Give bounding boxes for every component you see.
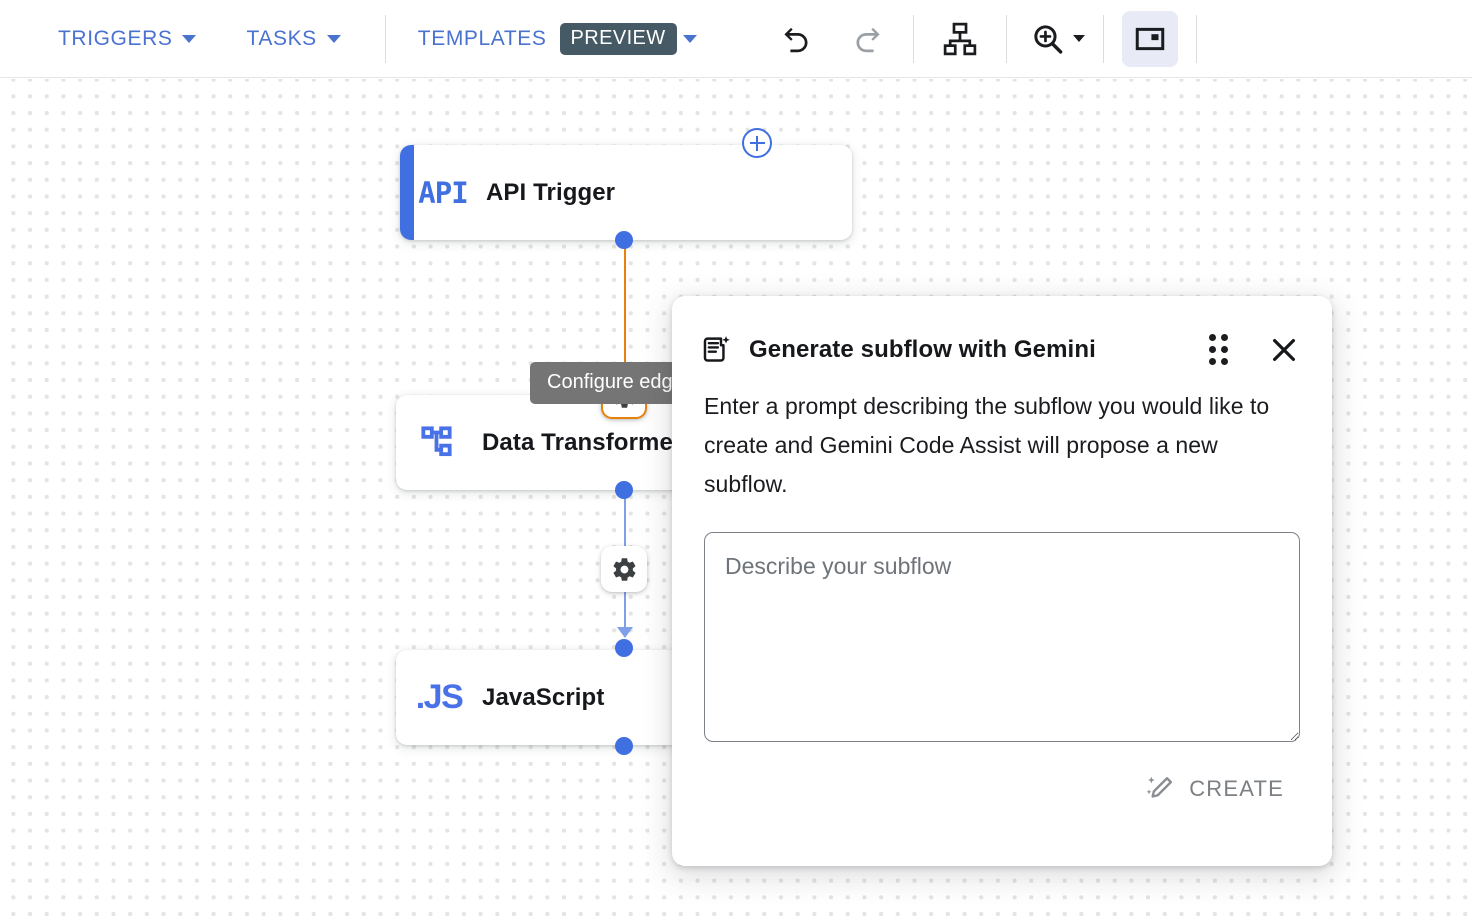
node-api-trigger[interactable]: API API Trigger bbox=[400, 145, 852, 240]
preview-badge: PREVIEW bbox=[559, 22, 677, 55]
toolbar-divider-4 bbox=[1102, 14, 1104, 63]
zoom-button[interactable] bbox=[1025, 11, 1085, 67]
tasks-menu-label: TASKS bbox=[246, 26, 317, 50]
add-trigger-button[interactable] bbox=[742, 128, 772, 158]
drag-handle-icon[interactable] bbox=[1203, 328, 1234, 371]
minimap-toggle-button[interactable] bbox=[1121, 10, 1178, 67]
toolbar-divider-2 bbox=[912, 14, 914, 63]
redo-icon bbox=[856, 27, 880, 52]
panel-header: Generate subflow with Gemini bbox=[672, 296, 1332, 371]
minimap-icon bbox=[1135, 27, 1164, 50]
triggers-menu-button[interactable]: TRIGGERS bbox=[44, 15, 210, 63]
gemini-subflow-icon bbox=[702, 334, 733, 365]
gear-icon bbox=[613, 557, 635, 581]
node-port-in[interactable] bbox=[615, 639, 633, 657]
panel-title: Generate subflow with Gemini bbox=[749, 335, 1096, 363]
edge-api-to-transformer[interactable] bbox=[624, 240, 627, 395]
generate-subflow-panel: Generate subflow with Gemini Enter a pro… bbox=[672, 296, 1332, 866]
edge-arrow-icon bbox=[617, 627, 633, 638]
tasks-menu-button[interactable]: TASKS bbox=[232, 15, 354, 63]
hierarchy-icon bbox=[943, 22, 976, 55]
node-port-out[interactable] bbox=[615, 231, 633, 249]
node-label: Data Transformer bbox=[482, 428, 683, 456]
chevron-down-icon bbox=[682, 34, 697, 43]
templates-menu-label: TEMPLATES bbox=[417, 26, 547, 50]
panel-actions: CREATE bbox=[672, 742, 1332, 814]
node-label: JavaScript bbox=[482, 683, 605, 711]
toolbar-divider-1 bbox=[384, 14, 386, 63]
toolbar-divider-3 bbox=[1005, 14, 1007, 63]
redo-button[interactable] bbox=[839, 11, 895, 67]
chevron-down-icon bbox=[182, 34, 197, 43]
toolbar-divider-5 bbox=[1195, 14, 1197, 63]
node-port-out[interactable] bbox=[615, 481, 633, 499]
auto-layout-button[interactable] bbox=[932, 11, 988, 67]
zoom-in-button[interactable] bbox=[1025, 11, 1071, 67]
api-icon: API bbox=[418, 175, 468, 210]
zoom-in-icon bbox=[1033, 24, 1062, 54]
create-button-label: CREATE bbox=[1189, 776, 1284, 801]
subflow-prompt-input[interactable] bbox=[704, 532, 1300, 742]
templates-menu-button[interactable]: TEMPLATES PREVIEW bbox=[404, 15, 711, 63]
undo-button[interactable] bbox=[769, 11, 825, 67]
chevron-down-icon bbox=[1072, 35, 1085, 42]
configure-edge-button-2[interactable] bbox=[601, 546, 647, 592]
data-transformer-icon bbox=[396, 423, 482, 463]
panel-description: Enter a prompt describing the subflow yo… bbox=[704, 393, 1270, 497]
undo-icon bbox=[783, 27, 808, 52]
chevron-down-icon bbox=[326, 34, 341, 43]
magic-wand-icon bbox=[1145, 774, 1175, 804]
create-button[interactable]: CREATE bbox=[1133, 764, 1296, 814]
javascript-icon: .JS bbox=[415, 678, 464, 716]
triggers-menu-label: TRIGGERS bbox=[58, 26, 173, 50]
top-toolbar: TRIGGERS TASKS TEMPLATES PREVIEW bbox=[0, 0, 1472, 78]
node-accent-bar bbox=[400, 145, 414, 240]
node-label: API Trigger bbox=[486, 178, 616, 206]
close-icon[interactable] bbox=[1264, 330, 1304, 370]
node-port-out[interactable] bbox=[615, 737, 633, 755]
